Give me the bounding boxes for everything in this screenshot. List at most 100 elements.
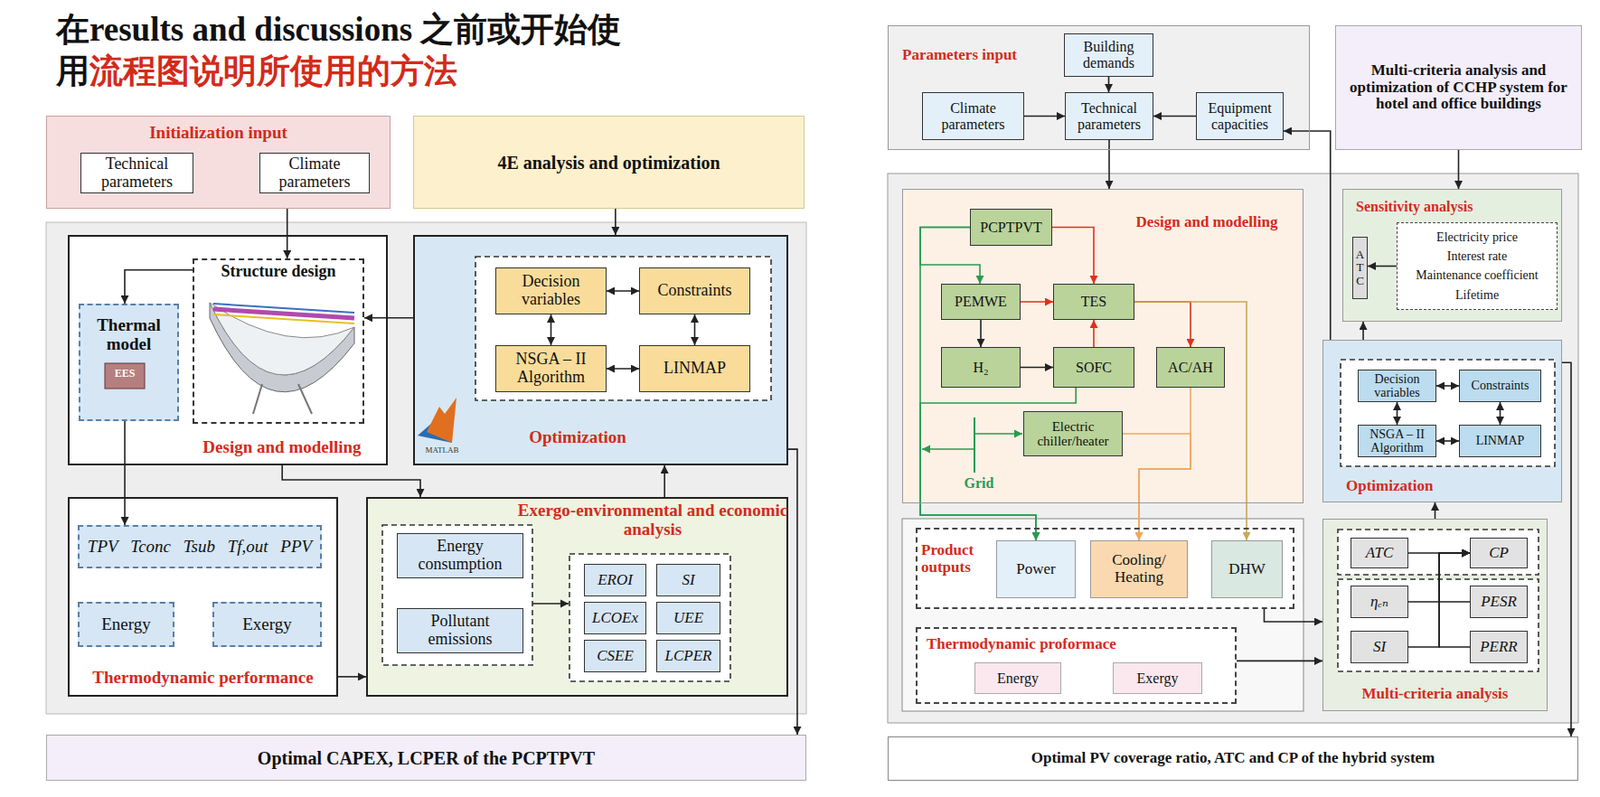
box-label: SI (681, 572, 695, 590)
label-holder: Thermal model (80, 316, 178, 355)
process-box: Climate parameters (922, 92, 1025, 141)
box-label: LCOEx (592, 610, 639, 628)
process-box: Optimal PV coverage ratio, ATC and CP of… (887, 736, 1579, 782)
box-fill (495, 267, 607, 315)
connector (920, 227, 980, 285)
box-label: Technical parameters (83, 155, 191, 192)
process-box: EROI (583, 564, 647, 597)
box-fill (1335, 25, 1582, 151)
box-label: Design and modelling (1116, 214, 1298, 232)
connector (1362, 321, 1365, 340)
process-box: ATC (1350, 537, 1409, 569)
box-label: Product outputs (921, 542, 994, 576)
dashed-group (1337, 529, 1539, 575)
box-fill (495, 345, 607, 393)
box-label: UEE (673, 610, 704, 628)
box-label: Building demands (1066, 38, 1151, 71)
box-fill (1322, 518, 1548, 712)
connector (364, 317, 414, 320)
label-holder: Product outputs (921, 542, 994, 576)
group-box: Multi-criteria analysisATCCPηₑₙPESRSIPER… (1322, 518, 1548, 712)
connector (663, 465, 666, 498)
box-fill (1112, 662, 1203, 695)
box-label: Tf,out (227, 537, 269, 557)
process-box: Pollutant emissions (396, 608, 524, 654)
process-box: TES (1053, 283, 1135, 320)
dashed-group (1340, 359, 1555, 467)
group-box: Product outputsPowerCooling/ HeatingDHW (915, 527, 1295, 610)
box-label: Initialization input (47, 123, 390, 143)
connector (124, 270, 193, 304)
box-fill (1469, 630, 1528, 664)
box-label: Optimal PV coverage ratio, ATC and CP of… (1031, 750, 1436, 768)
box-fill (1090, 540, 1188, 599)
box-fill (80, 152, 194, 194)
connector (788, 449, 798, 735)
process-box: H₂ (941, 347, 1021, 388)
box-label: PCPTPVT (979, 219, 1042, 236)
box-fill (1064, 92, 1154, 141)
trough-mirror (209, 302, 355, 376)
box-label: Optimization (500, 428, 655, 448)
connector (694, 314, 697, 346)
box-label: Pollutant emissions (399, 612, 521, 650)
process-box: Multi-criteria analysis and optimization… (1335, 25, 1582, 151)
box-fill (78, 303, 179, 422)
box-label: CP (1488, 545, 1509, 563)
process-box: Constraints (1458, 369, 1542, 403)
connector (550, 314, 553, 346)
process-box: PEMWE (941, 283, 1021, 320)
box-fill (1053, 347, 1135, 388)
group-box: Parameters input Building demandsClimate … (887, 25, 1310, 151)
annotation: Grid (956, 475, 1002, 492)
box-label: H₂ (972, 359, 989, 377)
connector (606, 367, 640, 370)
box-label: AC/AH (1167, 359, 1214, 377)
box-label: DHW (1228, 561, 1266, 579)
title-block: 在results and discussions 之前或开始使用流程图说明所使用… (56, 9, 635, 94)
connector (606, 290, 640, 292)
box-label: Thermal model (80, 316, 178, 355)
connector (1434, 502, 1437, 519)
group-box: Structure design (192, 258, 365, 424)
box-fill (996, 540, 1076, 599)
process-box: SOFC (1053, 347, 1135, 388)
process-box: CP (1469, 537, 1528, 569)
box-label: LINMAP (1476, 433, 1525, 448)
connector (1138, 387, 1191, 541)
box-fill (413, 115, 805, 209)
pv-strip (213, 314, 355, 324)
label-holder: Design and modelling (178, 438, 386, 458)
box-fill (1063, 33, 1154, 77)
box-fill (902, 188, 1304, 504)
process-box: LCOEx (583, 602, 647, 635)
box-label: SI (1373, 639, 1386, 657)
box-label: Sensitivity analysis (1355, 198, 1555, 216)
box-fill (1195, 92, 1284, 141)
panel (902, 518, 1304, 712)
arrow-head (1014, 430, 1023, 439)
label-holder: Initialization input (47, 123, 390, 143)
label-holder: Parameters input (902, 47, 1052, 65)
process-box: PESR (1469, 585, 1528, 619)
connector (1134, 301, 1247, 541)
group-box: Thermodynamic performanceTPVTconcTsubTf,… (67, 497, 339, 697)
box-fill (67, 497, 339, 697)
box-label: Climate parameters (262, 155, 368, 192)
box-fill (1211, 540, 1283, 599)
box-label: Optimization (1345, 478, 1464, 496)
process-box: Energy (77, 602, 175, 648)
box-label: Climate parameters (924, 100, 1022, 132)
connector (1436, 440, 1459, 443)
process-box: Equipment capacities (1195, 92, 1284, 141)
connector (282, 465, 421, 498)
process-box: Energy consumption (396, 533, 524, 579)
connector (1108, 140, 1111, 189)
box-label: TPV (87, 537, 119, 557)
connector (1458, 150, 1460, 189)
connector (1024, 115, 1065, 118)
box-fill (583, 602, 647, 635)
dashed-group (475, 256, 772, 401)
box-fill (887, 25, 1310, 151)
